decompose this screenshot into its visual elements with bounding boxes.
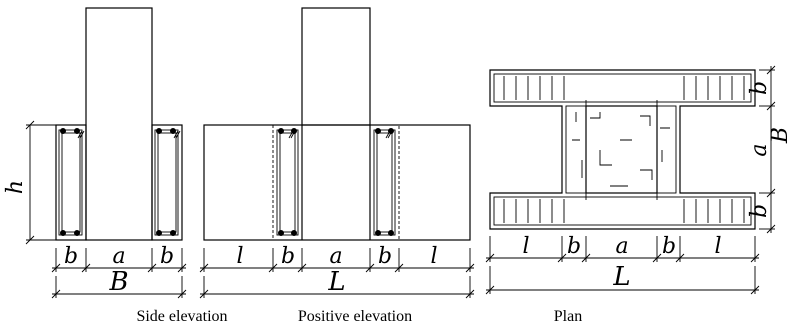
dim-a: a [329,244,342,269]
rebar-dot [60,230,66,236]
tick-mark [199,289,209,299]
tick-mark [766,224,776,234]
hook-mark [385,130,393,139]
hook-mark [288,130,296,139]
top-beam-cage [493,73,752,103]
hook-mark [173,130,181,139]
tick-mark [557,253,567,263]
tick-mark [485,253,495,263]
tick-mark [25,235,35,245]
left-cage-dashed [272,124,303,241]
bottom-beam-stirrups [503,199,745,223]
side-elevation-view: h b a b B Side elevation [3,7,228,325]
right-stirrup [154,129,179,236]
tick-mark [465,263,475,273]
rebar-dot [156,230,162,236]
plan-column [585,105,658,194]
column-shaft [301,7,371,126]
right-stirrup-inner [157,132,177,233]
column-shaft [85,7,153,241]
dim-b-left: b [281,244,295,269]
tick-mark [177,289,187,299]
tick-mark [766,188,776,198]
dim-l-left: l [522,234,529,259]
right-beam-section [151,124,183,241]
bottom-beam-cage [493,196,752,226]
rebar-dot [170,230,176,236]
tick-mark [675,253,685,263]
dim-b-left: b [64,244,78,269]
rebar-dot [170,128,176,134]
caption-plan: Plan [554,308,582,325]
left-stirrup-inner [61,132,81,233]
left-beam-section [55,124,87,241]
rebar-dot [74,230,80,236]
rebar-dot [375,128,381,134]
top-beam-stirrups [503,76,745,100]
rebar-dot [278,128,284,134]
tick-mark [81,263,91,273]
dim-L-total: L [327,267,345,297]
left-stirrup [58,129,83,236]
tick-mark [750,285,760,295]
left-cage-stirrup [276,129,299,236]
rebar-dot [375,230,381,236]
dim-b-bottom: b [747,204,772,218]
core-rebar-marks [572,112,670,187]
dim-b-left: b [567,234,581,259]
tick-mark [652,253,662,263]
right-cage-stirrup [373,129,396,236]
right-cage-dashed [369,124,400,241]
plan-view: l b a b l L b a b B Plan [485,65,790,325]
tick-mark [485,285,495,295]
height-label: h [3,180,28,194]
positive-elevation-view: l b a b l L Positive elevation [199,7,475,325]
tick-mark [297,263,307,273]
tick-mark [268,263,278,273]
tick-mark [147,263,157,273]
tick-mark [750,253,760,263]
left-cage-inner [279,132,296,233]
caption-side-elevation: Side elevation [136,308,227,325]
tick-mark [365,263,375,273]
plan-outline [489,69,756,230]
tick-mark [25,120,35,130]
right-cage-inner [376,132,393,233]
tick-mark [199,263,209,273]
dim-l-right: l [430,244,437,269]
tick-mark [394,263,404,273]
dim-L-total: L [612,262,630,292]
dim-b-right: b [160,244,174,269]
dim-l-left: l [236,244,243,269]
rebar-dot [388,230,394,236]
dim-B-right: B [768,127,790,144]
dim-a: a [615,234,628,259]
tick-mark [581,253,591,263]
dim-l-right: l [714,234,721,259]
caption-positive-elevation: Positive elevation [298,308,412,325]
rebar-dot [74,128,80,134]
beam-body [203,124,471,241]
tick-mark [766,101,776,111]
tick-mark [465,289,475,299]
dim-B-total: B [108,267,128,297]
dim-b-right: b [378,244,392,269]
dim-b-right: b [662,234,676,259]
dim-a: a [112,244,125,269]
tick-mark [177,263,187,273]
tick-mark [766,65,776,75]
dim-a-right: a [747,143,772,156]
rebar-dot [291,230,297,236]
tick-mark [51,263,61,273]
rebar-dot [60,128,66,134]
dim-b-top: b [747,81,772,95]
tick-mark [51,289,61,299]
hook-mark [77,130,85,139]
rebar-dot [156,128,162,134]
core-cage [565,105,677,194]
rebar-dot [278,230,284,236]
